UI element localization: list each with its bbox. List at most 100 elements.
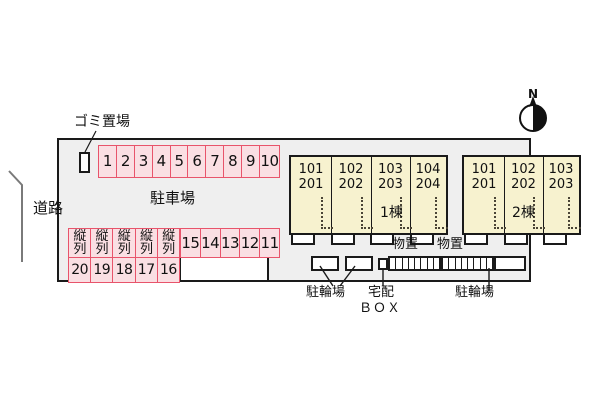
unit-number-upper: 104 [415, 162, 441, 177]
shed-cell [456, 258, 462, 269]
parking-stall-tandem[interactable]: 縦 列 [90, 228, 114, 258]
parking-stall-tandem[interactable]: 縦 列 [112, 228, 136, 258]
unit-number-upper: 101 [298, 162, 324, 177]
bicycle-parking-box-right[interactable] [494, 256, 526, 271]
stall-label: 20 [71, 262, 89, 278]
shed-cell [434, 258, 439, 269]
parking-stall[interactable]: 2 [115, 145, 135, 178]
building-1-name: 1棟 [380, 205, 403, 221]
delivery-box-label-line2: ＢＯＸ [359, 301, 402, 316]
bicycle-parking-label-right: 駐輪場 [455, 285, 495, 300]
building-1[interactable]: 101 201 102 202 103 203 104 204 [289, 155, 448, 235]
shed-cell [474, 258, 481, 269]
stall-label: 3 [138, 152, 149, 170]
stall-label: 15 [181, 233, 200, 252]
parking-area-label: 駐車場 [150, 189, 196, 207]
shed-cell [428, 258, 434, 269]
unit-number-lower: 201 [471, 176, 497, 192]
parking-stall[interactable]: 8 [223, 145, 243, 178]
stall-label: 9 [246, 152, 256, 170]
building-2-name: 2棟 [512, 205, 535, 221]
bicycle-parking-box-left-1[interactable] [311, 256, 339, 271]
parking-stall[interactable]: 6 [187, 145, 207, 178]
building-1-unit[interactable]: 102 202 [331, 157, 372, 233]
building-2-entrance-porch [464, 235, 488, 245]
building-1-entrance-porch [370, 235, 394, 245]
parking-stall-tandem-number[interactable]: 20 [68, 257, 92, 283]
storage-shed-label-right: 物置 [437, 237, 464, 252]
stall-tandem-line2: 列 [95, 242, 109, 257]
stall-tandem-line2: 列 [162, 242, 175, 257]
compass-rose [519, 96, 547, 132]
parking-stall-tandem[interactable]: 縦 列 [134, 228, 158, 258]
stall-tandem-line2: 列 [117, 242, 131, 257]
parking-stall[interactable]: 9 [241, 145, 261, 178]
parking-stall-tandem[interactable]: 縦 列 [68, 228, 92, 258]
unit-number-lower: 202 [338, 176, 364, 192]
building-2[interactable]: 101 201 102 202 103 203 [462, 155, 581, 235]
parking-stall[interactable]: 15 [180, 228, 201, 258]
parking-stall[interactable]: 5 [169, 145, 189, 178]
storage-shed-left[interactable] [388, 256, 441, 271]
parking-stall-tandem-number[interactable]: 18 [112, 257, 136, 283]
garbage-area-box[interactable] [79, 152, 90, 173]
parking-stall[interactable]: 4 [151, 145, 171, 178]
shed-cell [443, 258, 450, 269]
bicycle-parking-box-left-2[interactable] [345, 256, 373, 271]
balcony-divider [361, 197, 373, 229]
balcony-divider [321, 197, 333, 229]
parking-stall[interactable]: 14 [199, 228, 221, 258]
parking-row-top: 1 2 3 4 5 6 7 8 9 10 [98, 145, 280, 178]
parking-stall[interactable]: 1 [98, 145, 117, 178]
balcony-divider [400, 197, 412, 229]
parking-stall[interactable]: 3 [133, 145, 153, 178]
parking-stall[interactable]: 12 [239, 228, 261, 258]
unit-number-lower: 203 [548, 176, 574, 192]
road-boundary-line [8, 170, 23, 262]
parking-stall[interactable]: 10 [259, 145, 280, 178]
road-label: 道路 [33, 199, 64, 217]
stall-tandem-line1: 縦 [95, 228, 109, 244]
building-2-unit[interactable]: 103 203 [543, 157, 580, 233]
building-2-unit[interactable]: 101 201 [464, 157, 505, 233]
building-1-unit[interactable]: 104 204 [410, 157, 447, 233]
storage-shed-label-left: 物置 [392, 237, 419, 252]
stall-tandem-line2: 列 [73, 242, 86, 257]
parking-stall-tandem-number[interactable]: 19 [90, 257, 114, 283]
shed-cell [421, 258, 428, 269]
unit-number-upper: 103 [548, 162, 574, 177]
stall-tandem-line1: 縦 [162, 228, 175, 244]
building-1-unit[interactable]: 103 203 [371, 157, 411, 233]
parking-row-tandem-lower: 20 19 18 17 16 [68, 257, 181, 283]
parking-stall[interactable]: 13 [219, 228, 241, 258]
storage-shed-right[interactable] [441, 256, 494, 271]
building-1-entrance-porch [410, 235, 434, 245]
shed-cell [449, 258, 456, 269]
parking-stall[interactable]: 7 [205, 145, 225, 178]
garbage-area-label: ゴミ置場 [74, 114, 130, 130]
parking-stall-tandem-number[interactable]: 17 [134, 257, 158, 283]
balcony-divider [435, 197, 448, 229]
parking-stall[interactable]: 11 [259, 228, 280, 258]
balcony-divider [494, 197, 506, 229]
building-1-entrance-porch [331, 235, 355, 245]
building-2-entrance-porch [543, 235, 567, 245]
stall-label: 8 [228, 152, 238, 170]
shed-cell [390, 258, 397, 269]
shed-cell [409, 258, 415, 269]
building-1-unit[interactable]: 101 201 [291, 157, 332, 233]
parking-stall-tandem-number[interactable]: 16 [156, 257, 181, 283]
building-1-entrance-porch [291, 235, 315, 245]
building-2-unit[interactable]: 102 202 [504, 157, 544, 233]
stall-label: 4 [156, 152, 167, 170]
stall-label: 19 [93, 262, 111, 278]
parking-row-tandem-upper: 縦 列 縦 列 縦 列 縦 列 縦 列 [68, 228, 181, 258]
unit-number-lower: 203 [378, 176, 403, 192]
parking-stall-tandem[interactable]: 縦 列 [156, 228, 181, 258]
building-2-entrance-porch [504, 235, 528, 245]
shed-cell [462, 258, 468, 269]
delivery-box[interactable] [378, 258, 388, 270]
stall-label: 17 [137, 262, 155, 278]
unit-number-upper: 103 [378, 162, 403, 177]
stall-label: 18 [115, 262, 133, 278]
